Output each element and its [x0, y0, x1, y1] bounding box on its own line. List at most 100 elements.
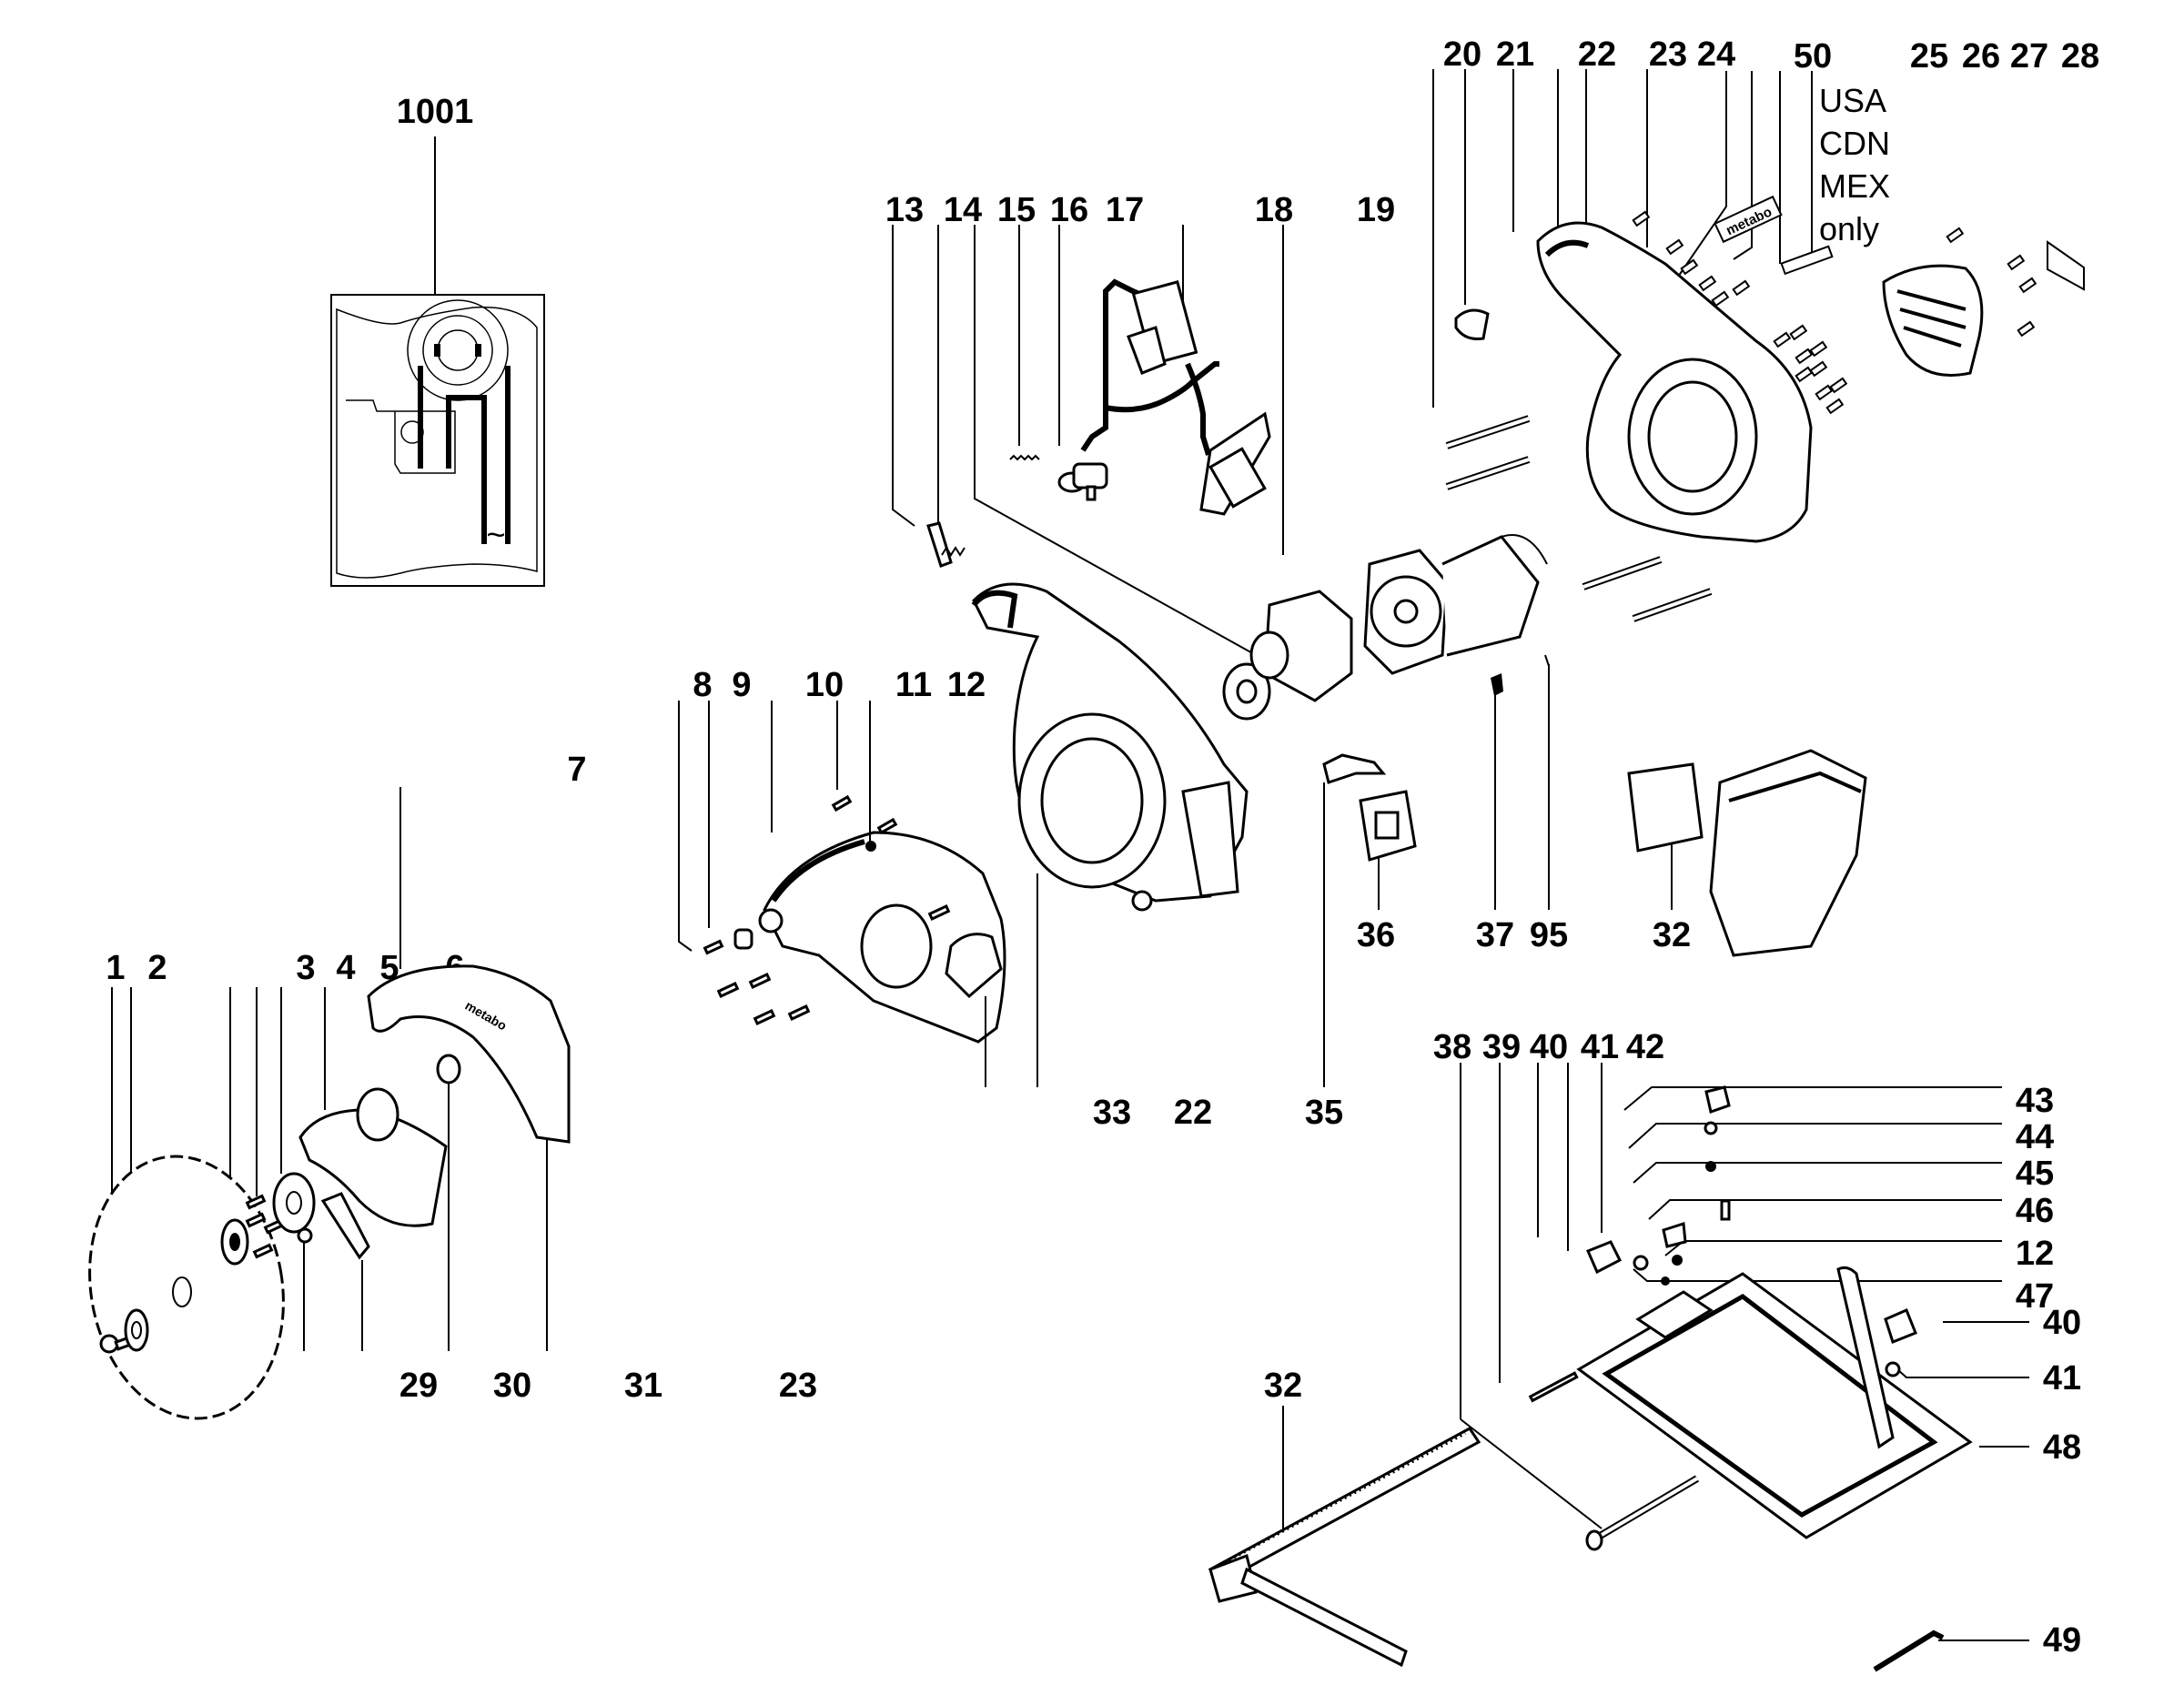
right-middle-callouts: 36 37 95 32 35	[1305, 664, 1691, 1132]
label-2: 2	[147, 949, 167, 987]
leader-43	[1623, 1086, 2002, 1111]
part-35-contact-plate	[1359, 790, 1417, 862]
label-1: 1	[106, 949, 125, 987]
part-2-outer-flange	[124, 1308, 149, 1352]
part-3-inner-flange	[220, 1218, 249, 1266]
part-30-lever	[320, 1192, 370, 1260]
label-40b: 40	[2043, 1304, 2081, 1342]
label-12a: 12	[947, 666, 986, 704]
switch-icon	[346, 399, 456, 474]
leader-25	[1673, 71, 1727, 283]
part-26-end-cap	[1882, 264, 1984, 377]
region-note: USA CDN MEX only	[1819, 82, 1890, 247]
wiring-diagram-inset: 1001 ~	[330, 93, 545, 587]
label-35: 36	[1357, 916, 1395, 954]
label-23b: 23	[779, 1367, 817, 1405]
leader-41b	[1896, 1368, 2029, 1378]
label-19: 19	[1357, 191, 1395, 229]
part-24-brand-label: metabo	[1714, 195, 1783, 244]
inset-frame	[330, 294, 545, 587]
label-42: 42	[1626, 1028, 1664, 1066]
saw-blade	[88, 1155, 285, 1420]
part-48-base-plate	[1576, 1266, 1973, 1539]
label-41b: 41	[2043, 1359, 2081, 1397]
label-10: 10	[805, 666, 844, 704]
label-44: 44	[2016, 1118, 2054, 1156]
part-95-battery-pad	[1627, 762, 1704, 853]
part-29-screw	[297, 1227, 313, 1244]
label-26: 26	[1962, 37, 2000, 76]
label-17: 17	[1106, 191, 1144, 229]
leader-8	[678, 701, 693, 952]
part-22-housing-left	[971, 582, 1249, 912]
label-31: 31	[624, 1367, 662, 1405]
label-15: 15	[997, 191, 1036, 229]
label-24: 24	[1697, 35, 1735, 74]
label-13: 13	[885, 191, 924, 229]
label-4: 4	[336, 949, 355, 987]
small-screws-23-25-27	[1632, 210, 2037, 415]
label-1001: 1001	[397, 93, 474, 131]
leader-46	[1648, 1199, 2002, 1220]
battery-pack	[1709, 749, 1867, 957]
part-22-housing-right	[1536, 221, 1813, 543]
label-49: 49	[2043, 1621, 2081, 1660]
part-38-pin	[1460, 1418, 1700, 1551]
part-18-wiring-harness-switch	[1080, 278, 1271, 516]
part-49-hex-key	[1873, 1629, 1945, 1672]
middle-callouts: 8 9 10 11 12 33 22	[678, 666, 1212, 1132]
label-48: 48	[2043, 1428, 2081, 1467]
label-32: 32	[1264, 1367, 1302, 1405]
label-18: 18	[1255, 191, 1293, 229]
part-32-parallel-guide	[1208, 1427, 1481, 1668]
leader-26	[1733, 71, 1753, 260]
region-mex: MEX	[1819, 167, 1890, 205]
label-28: 28	[2061, 37, 2099, 76]
label-29: 29	[399, 1367, 438, 1405]
part-7-upper-guard: metabo	[367, 964, 571, 1144]
leader-13	[892, 225, 915, 527]
label-30: 30	[493, 1367, 531, 1405]
part-4-screws	[245, 1194, 285, 1259]
label-12b: 12	[2016, 1235, 2054, 1273]
part-31-sticker	[436, 1054, 461, 1085]
part-21-cap	[1454, 308, 1490, 340]
tool-outline	[336, 306, 538, 579]
label-37: 95	[1530, 916, 1568, 954]
part-16-spring	[1009, 454, 1040, 461]
label-38: 38	[1433, 1028, 1471, 1066]
label-47: 47	[2016, 1277, 2054, 1316]
top-left-callouts: 13 14 15 16 17 18 19	[885, 191, 1395, 656]
small-fasteners-middle	[703, 794, 951, 1025]
label-45: 45	[2016, 1155, 2054, 1193]
part-13-14-spring-lever	[926, 521, 966, 568]
region-usa: USA	[1819, 82, 1886, 119]
label-22b: 22	[1174, 1094, 1212, 1132]
label-14: 14	[944, 191, 982, 229]
label-40a: 40	[1530, 1028, 1568, 1066]
label-23a: 23	[1649, 35, 1687, 74]
region-cdn: CDN	[1819, 125, 1890, 162]
top-right-callouts: 20 21 22 23 24 50 25 26 27 28 USA CDN ME…	[1432, 35, 2099, 408]
label-3: 3	[296, 949, 315, 987]
label-46: 46	[2016, 1192, 2054, 1230]
base-small-parts	[1528, 1085, 1917, 1403]
label-34: 35	[1305, 1094, 1343, 1132]
label-41a: 41	[1581, 1028, 1619, 1066]
label-43: 43	[2016, 1082, 2054, 1120]
label-9: 9	[732, 666, 751, 704]
label-22a: 22	[1578, 35, 1616, 74]
label-27: 27	[2010, 37, 2048, 76]
bottom-right-callouts: 38 39 40 41 42 43 44 45 46 12 47 40 41 4…	[1264, 1028, 2081, 1660]
part-15-gear-assembly	[1222, 590, 1353, 721]
part-17-led-holder	[1057, 462, 1108, 501]
leader-44	[1628, 1123, 2002, 1149]
part-19-motor	[1363, 534, 1548, 675]
label-33: 33	[1093, 1094, 1131, 1132]
wiring-lines	[418, 366, 511, 544]
label-11: 11	[895, 666, 932, 704]
part-5-washer-plate	[272, 1172, 316, 1234]
part-34-bracket	[1322, 753, 1387, 784]
part-20-screws	[1445, 415, 1713, 622]
